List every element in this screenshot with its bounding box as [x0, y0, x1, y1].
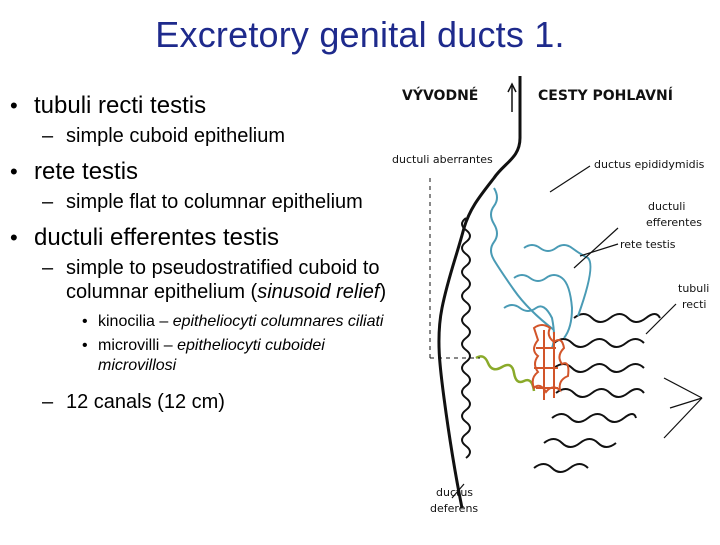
label-deferens: deferens: [430, 502, 478, 515]
ducts-diagram: VÝVODNÉ CESTY POHLAVNÍ: [392, 76, 709, 515]
ductuli-efferentes-tubes: [490, 187, 592, 349]
sub-bullet-12-canals: –12 canals (12 cm): [42, 391, 225, 413]
label-ductus-epididymidis: ductus epididymidis: [594, 158, 705, 171]
bullet-list: tubuli recti testis –simple cuboid epith…: [8, 92, 398, 424]
label-ductuli-aberrantes: ductuli aberrantes: [392, 153, 493, 166]
label-efferentes: efferentes: [646, 216, 702, 229]
seminiferous-tubules: [533, 313, 661, 473]
ductuli-aberrantes-tube: [475, 355, 536, 392]
bullet-rete-testis: rete testis: [8, 158, 398, 186]
bullet-tubuli-recti: tubuli recti testis: [8, 92, 398, 120]
figure-heading-left: VÝVODNÉ: [402, 86, 478, 104]
label-rete-testis: rete testis: [620, 238, 676, 251]
label-ductuli: ductuli: [648, 200, 685, 213]
sub-bullet-pseudostratified: –simple to pseudostratified cuboid to co…: [42, 257, 387, 303]
excretory-ducts-figure: VÝVODNÉ CESTY POHLAVNÍ: [384, 68, 720, 540]
sub-bullet-cuboid-epithelium: –simple cuboid epithelium: [42, 125, 286, 147]
ductus-deferens-wiggle: [461, 217, 471, 459]
label-recti: recti: [682, 298, 706, 311]
ductus-deferens-tube: [437, 76, 522, 509]
figure-heading-right: CESTY POHLAVNÍ: [538, 87, 673, 104]
sub-sub-bullet-microvilli: •microvilli – epitheliocyti cuboidei mic…: [82, 337, 325, 374]
slide-title: Excretory genital ducts 1.: [155, 14, 565, 55]
label-tubuli: tubuli: [678, 282, 709, 295]
sub-sub-bullet-kinocilia: •kinocilia – epitheliocyti columnares ci…: [82, 313, 384, 330]
up-arrowhead-icon: [507, 82, 517, 93]
sub-bullet-flat-columnar: –simple flat to columnar epithelium: [42, 191, 363, 213]
bullet-ductuli-efferentes: ductuli efferentes testis: [8, 224, 398, 252]
label-ductus: ductus: [436, 486, 473, 499]
rete-testis-network: [531, 324, 570, 400]
label-pointer-lines: [451, 165, 703, 499]
